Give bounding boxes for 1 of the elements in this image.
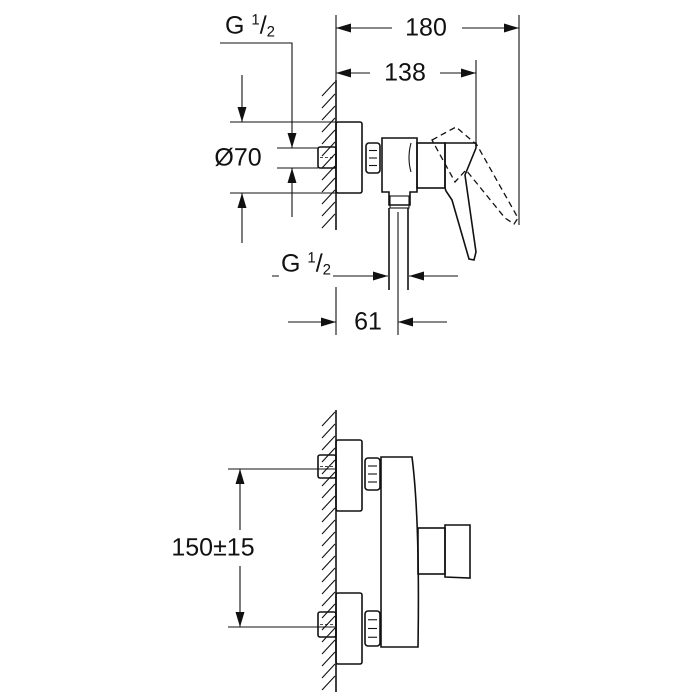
thread-size-label: G $^{1}$/$_{2}$ (278, 250, 334, 278)
